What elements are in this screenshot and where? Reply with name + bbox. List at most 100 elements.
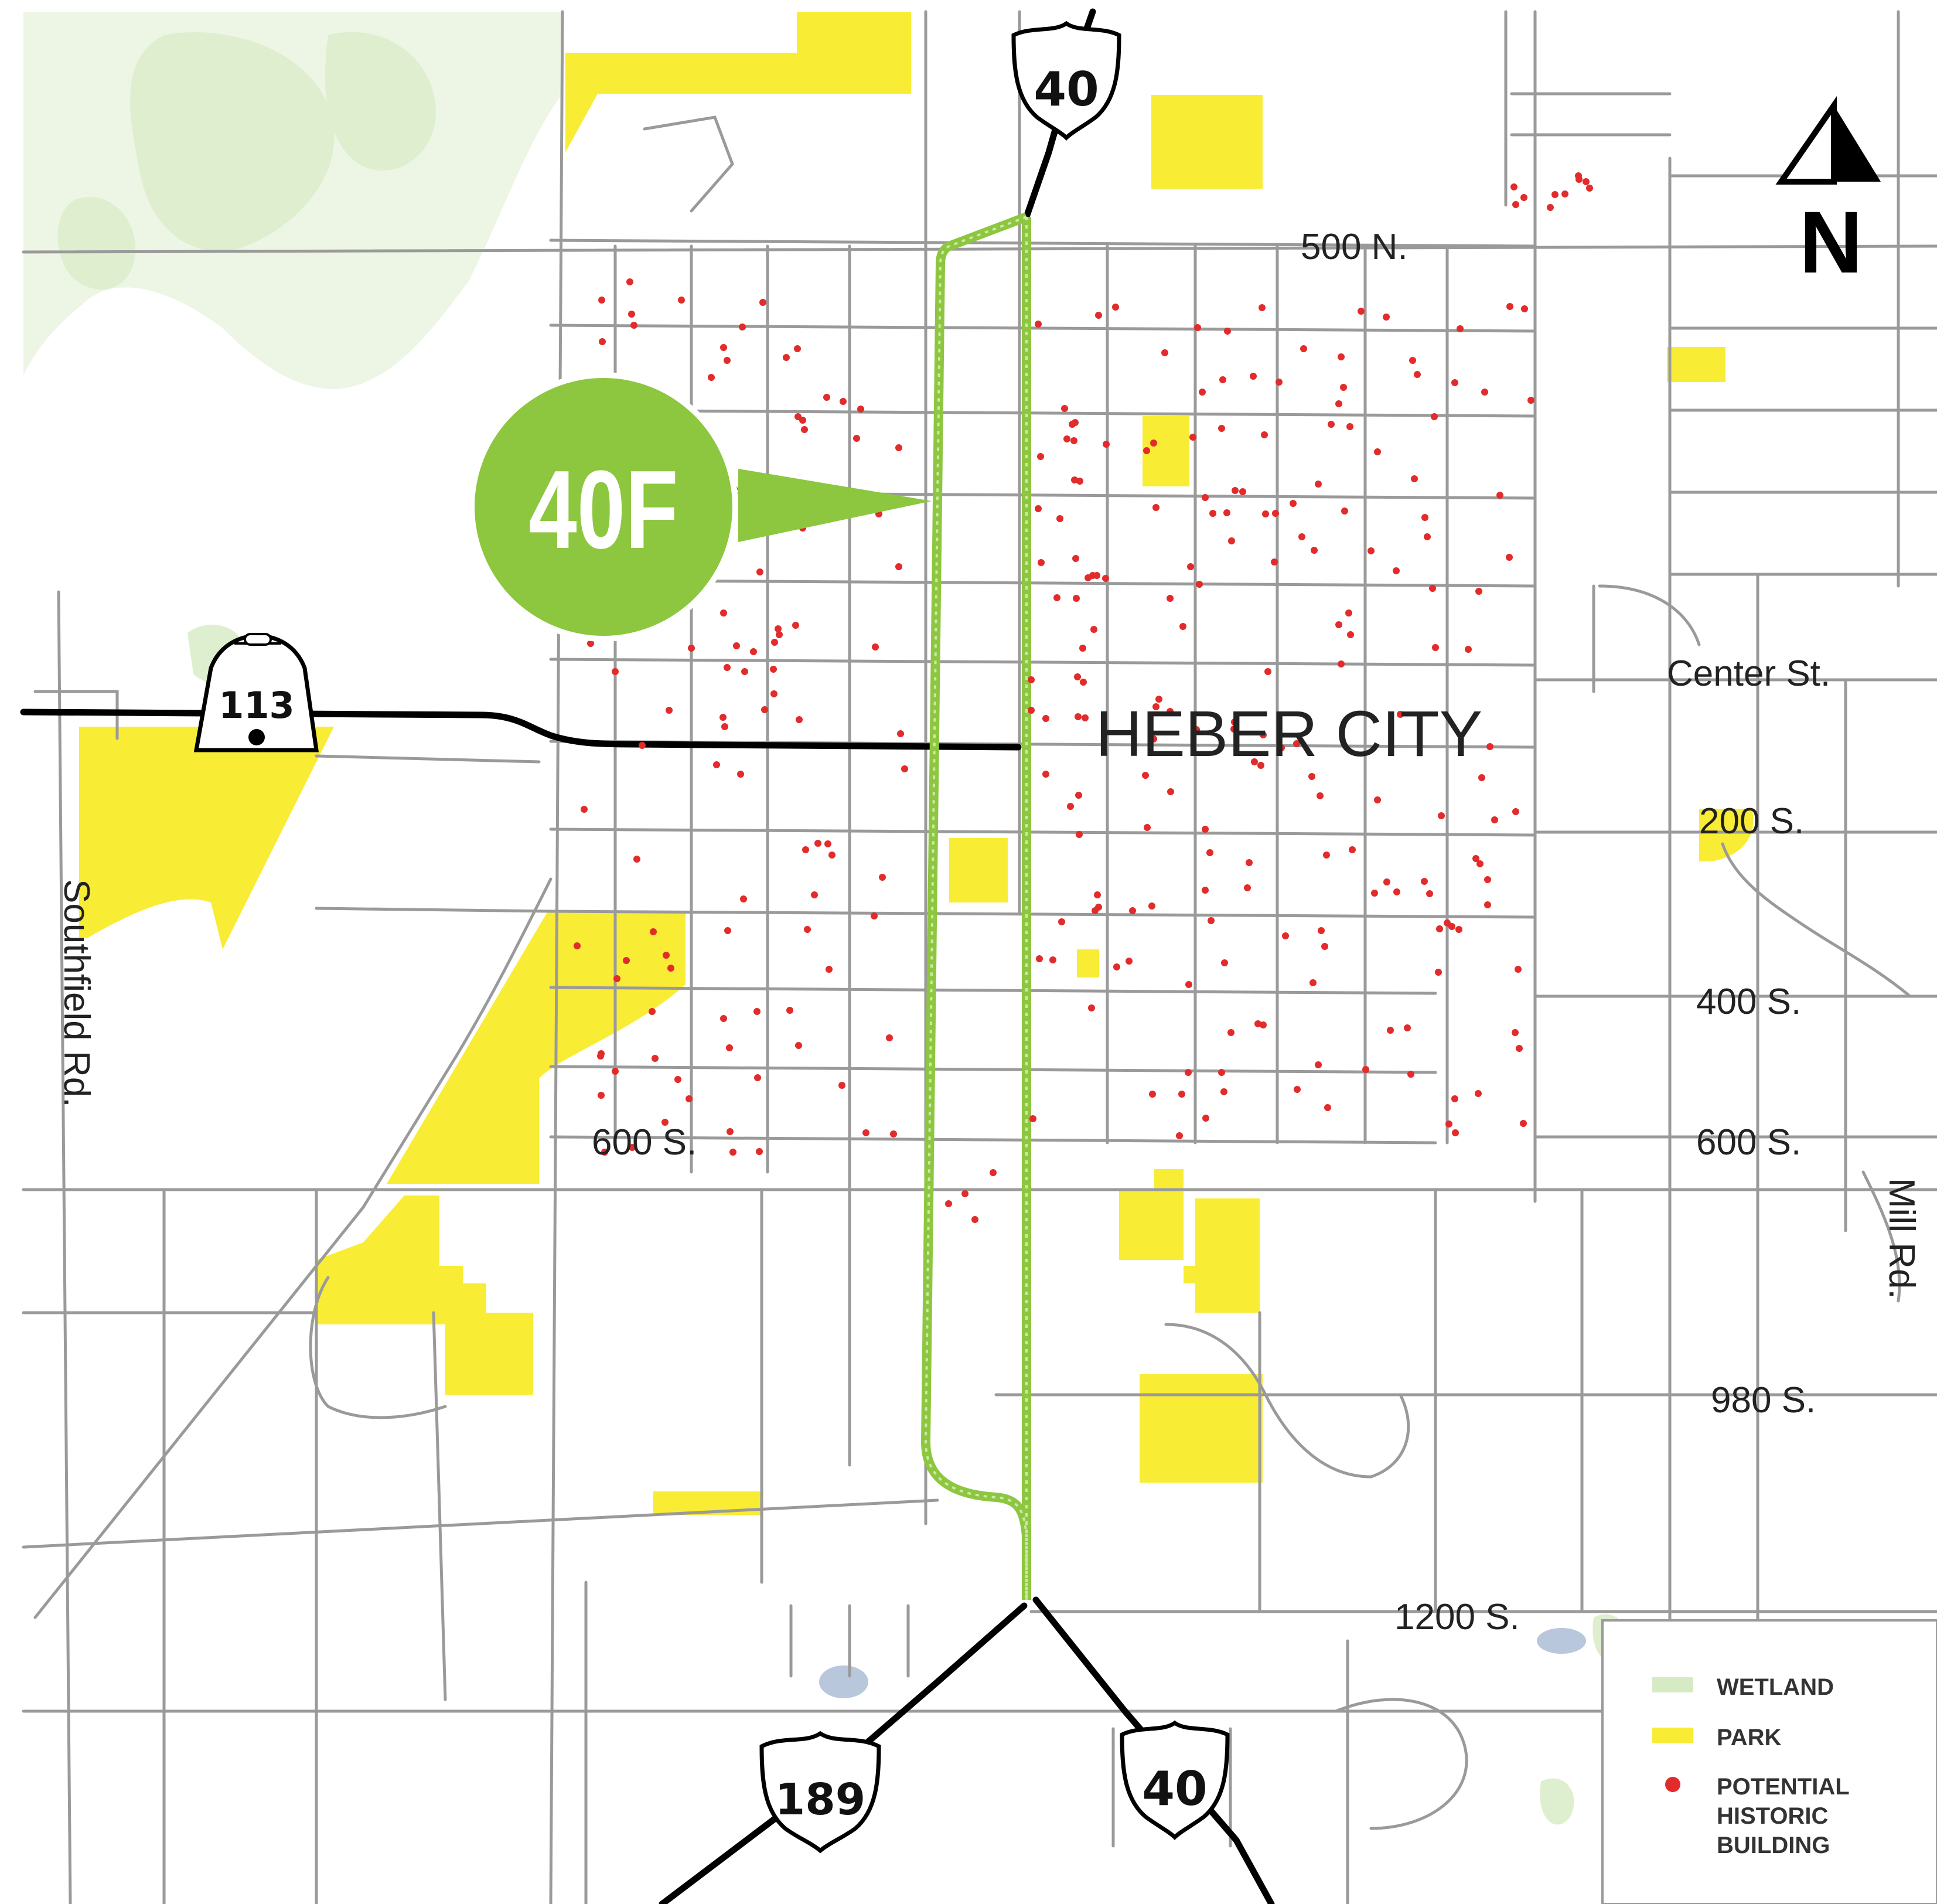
historic-building-dot: [761, 706, 768, 713]
historic-building-dot: [1088, 1004, 1095, 1011]
historic-building-dot: [1451, 379, 1458, 386]
historic-building-dot: [1475, 1090, 1482, 1097]
historic-building-dot: [1036, 955, 1043, 962]
historic-building-dot: [1506, 554, 1513, 561]
historic-building-dot: [1072, 555, 1079, 562]
historic-building-dot: [1250, 373, 1257, 380]
ut113-segment: [20, 709, 1022, 751]
historic-building-dot: [1221, 959, 1228, 966]
historic-building-dot: [1224, 328, 1231, 335]
historic-building-dot: [598, 297, 605, 304]
ut113-shield: 113: [193, 633, 319, 752]
historic-building-dot: [897, 730, 904, 737]
legend-wetland-swatch: [1652, 1677, 1693, 1692]
historic-building-dot: [633, 856, 640, 863]
historic-building-dot: [1185, 981, 1192, 988]
historic-building-dot: [1075, 792, 1082, 799]
historic-building-dot: [1436, 925, 1443, 932]
historic-building-dot: [1085, 574, 1092, 581]
historic-building-dot: [804, 926, 811, 933]
historic-building-dot: [1506, 303, 1513, 310]
historic-building-dot: [1228, 537, 1235, 544]
historic-building-dot: [1202, 826, 1209, 833]
historic-building-dot: [678, 297, 685, 304]
historic-building-dot: [828, 851, 835, 859]
historic-building-dot: [719, 714, 727, 721]
historic-building-dot: [1362, 1066, 1369, 1073]
historic-building-dot: [1070, 437, 1077, 444]
historic-building-dot: [1209, 510, 1216, 517]
historic-building-dot: [1176, 1132, 1183, 1139]
historic-building-dot: [1272, 510, 1279, 517]
historic-building-dot: [1575, 172, 1582, 179]
historic-building-dot: [857, 406, 864, 413]
historic-building-dot: [1167, 788, 1174, 795]
north-arrow: N: [1775, 96, 1881, 291]
historic-building-dot: [1465, 646, 1472, 653]
historic-building-dot: [1148, 902, 1155, 910]
street-label-500n: 500 N.: [1301, 227, 1408, 267]
legend-historic-label: POTENTIAL: [1717, 1774, 1850, 1800]
historic-building-dot: [1424, 533, 1431, 540]
historic-building-dot: [1484, 901, 1491, 908]
historic-building-dot: [1042, 771, 1049, 778]
historic-building-dot: [1586, 185, 1593, 192]
historic-building-dot: [1448, 923, 1455, 930]
historic-building-dot: [872, 643, 879, 650]
historic-building-dot: [1075, 713, 1082, 720]
historic-building-dot: [1293, 740, 1300, 747]
historic-building-dot: [1347, 631, 1354, 638]
historic-building-dot: [741, 668, 748, 675]
historic-building-dot: [961, 1190, 969, 1197]
historic-building-dot: [713, 761, 720, 768]
ut113-label: 113: [219, 684, 294, 727]
us189-segment: [659, 1602, 1028, 1904]
historic-building-dot: [1294, 1086, 1301, 1093]
historic-building-dot: [1206, 849, 1213, 856]
historic-building-dot: [724, 927, 731, 934]
historic-building-dot: [1512, 201, 1519, 208]
historic-building-dot: [1202, 887, 1209, 894]
historic-building-dot: [1421, 878, 1428, 885]
street-label-mill: Mill Rd.: [1881, 1178, 1922, 1299]
water-features: [819, 1628, 1586, 1698]
historic-building-dot: [1189, 434, 1196, 441]
historic-building-dot: [754, 1074, 761, 1081]
historic-building-dot: [1309, 979, 1317, 986]
historic-building-dot: [1323, 851, 1330, 859]
historic-building-dot: [1520, 194, 1527, 201]
historic-building-dot: [587, 640, 594, 647]
historic-building-dot: [1246, 859, 1253, 866]
historic-building-dot: [1583, 178, 1590, 185]
historic-building-dot: [1516, 1045, 1523, 1052]
historic-building-dot: [1218, 1069, 1225, 1076]
historic-building-dot: [1232, 487, 1239, 494]
historic-building-dot: [792, 622, 799, 629]
historic-building-dot: [871, 912, 878, 919]
historic-building-dot: [626, 278, 633, 285]
street-label-600s-west: 600 S.: [592, 1122, 697, 1163]
historic-building-dot: [838, 1082, 845, 1089]
historic-building-dot: [1028, 676, 1035, 683]
historic-building-dot: [1029, 1115, 1036, 1122]
historic-building-dot: [1152, 504, 1160, 511]
historic-building-dot: [1486, 743, 1493, 750]
historic-building-dot: [1264, 668, 1271, 675]
historic-building-dot: [1387, 1027, 1394, 1034]
historic-building-dot: [783, 354, 790, 361]
historic-building-dot: [1196, 581, 1203, 588]
us40-north-label: 40: [1034, 62, 1099, 117]
historic-building-dot: [801, 426, 808, 433]
historic-building-dot: [1037, 453, 1044, 460]
historic-building-dot: [1254, 1020, 1261, 1027]
historic-building-dot: [1167, 708, 1174, 715]
historic-building-dot: [1179, 623, 1186, 630]
historic-building-dot: [1143, 447, 1150, 454]
historic-building-dot: [1278, 744, 1285, 751]
legend-historic-label-3: BUILDING: [1717, 1833, 1830, 1858]
historic-building-dot: [795, 1042, 802, 1049]
historic-building-dot: [1094, 891, 1101, 898]
historic-building-dot: [1028, 707, 1035, 714]
historic-building-dot: [1082, 714, 1089, 721]
historic-building-dot: [1374, 448, 1381, 455]
